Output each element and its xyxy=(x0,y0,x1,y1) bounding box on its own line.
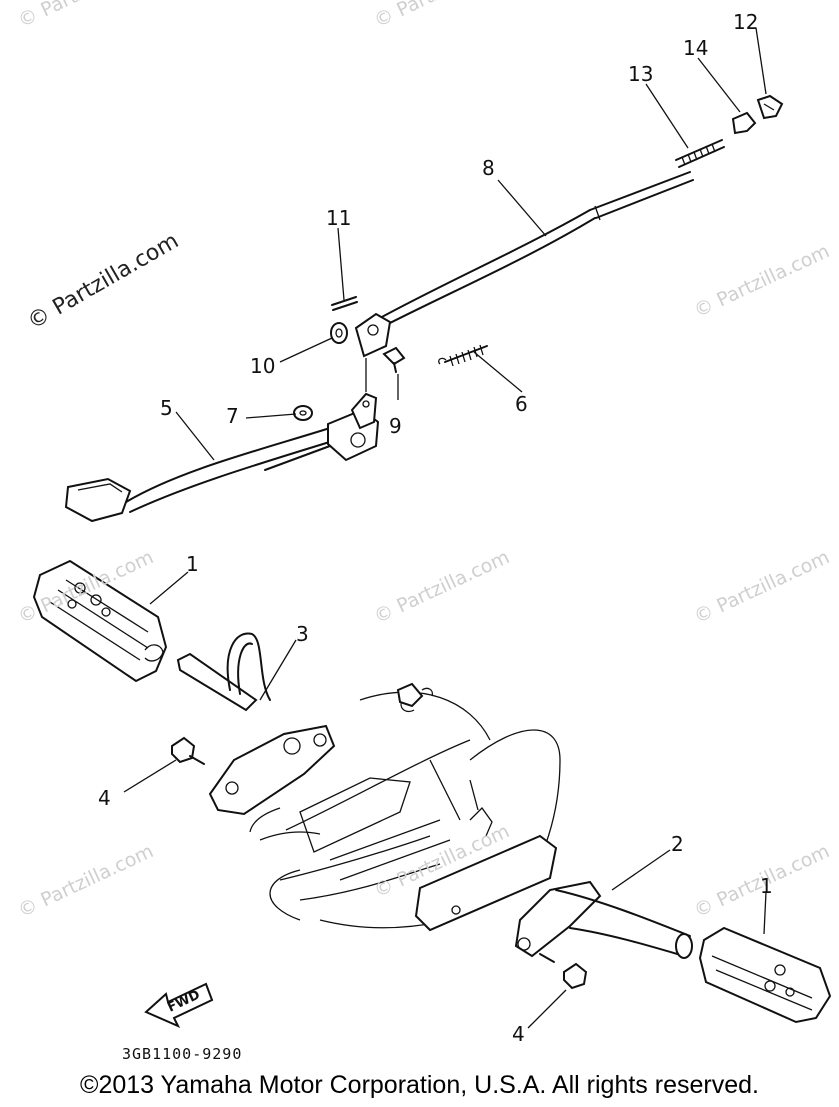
footrest-bar xyxy=(176,632,336,816)
leader-lines xyxy=(123,27,767,1029)
callout-13: 13 xyxy=(628,62,654,86)
callout-8: 8 xyxy=(482,156,495,180)
adjuster-rod xyxy=(675,139,725,168)
frame-outline xyxy=(249,682,561,932)
cable-clevis xyxy=(354,312,406,373)
callout-14: 14 xyxy=(683,36,709,60)
callout-4-upper: 4 xyxy=(98,786,111,810)
callout-6: 6 xyxy=(515,392,528,416)
washer xyxy=(330,322,348,344)
bolt-upper xyxy=(171,736,205,765)
callout-9: 9 xyxy=(389,414,402,438)
fwd-arrow-icon: FWD xyxy=(144,982,214,1029)
callout-1-left: 1 xyxy=(186,552,199,576)
footrest-rubber-right xyxy=(698,926,832,1024)
wing-nut xyxy=(756,94,784,120)
brake-pedal xyxy=(64,392,380,523)
footrest-rubber-left xyxy=(32,559,168,683)
adjuster-nut xyxy=(731,111,757,135)
footrest-right xyxy=(514,880,693,959)
pivot-washer xyxy=(293,405,313,421)
callout-3: 3 xyxy=(296,622,309,646)
brake-cable xyxy=(379,171,694,327)
callout-12: 12 xyxy=(733,10,759,34)
bolt-lower xyxy=(539,953,588,990)
callout-1-right: 1 xyxy=(760,874,773,898)
callout-5: 5 xyxy=(160,396,173,420)
cotter-pin xyxy=(331,296,358,311)
callout-11: 11 xyxy=(326,206,352,230)
return-spring xyxy=(438,344,488,367)
callout-2: 2 xyxy=(671,832,684,856)
copyright-notice: ©2013 Yamaha Motor Corporation, U.S.A. A… xyxy=(80,1071,759,1099)
callout-4-lower: 4 xyxy=(512,1022,525,1046)
callout-10: 10 xyxy=(250,354,276,378)
callout-7: 7 xyxy=(226,404,239,428)
drawing-code: 3GB1100-9290 xyxy=(122,1045,243,1063)
